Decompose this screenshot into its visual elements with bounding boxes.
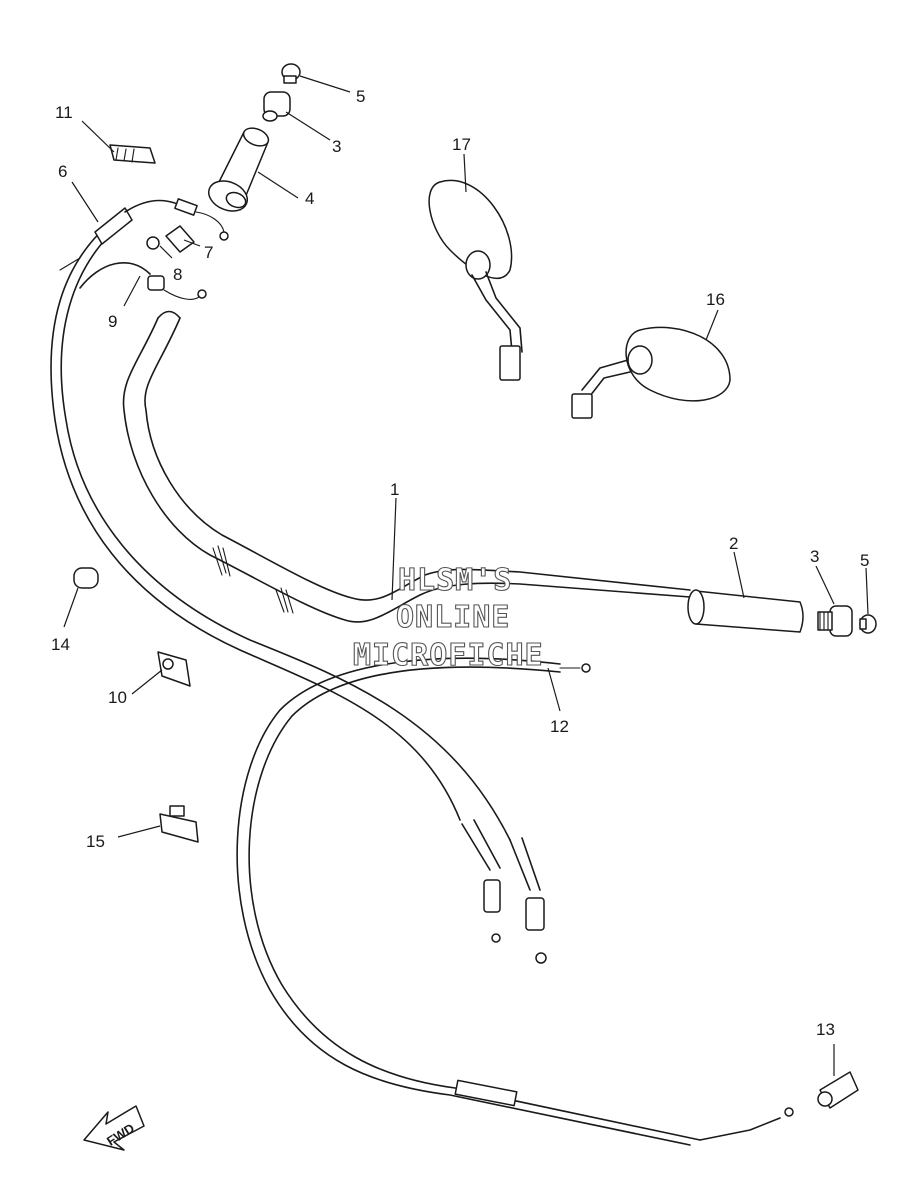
callout-4: 4 [305, 189, 314, 208]
right-mirror [571, 326, 731, 419]
watermark-line2: ONLINE [396, 600, 510, 635]
wire-holder [157, 651, 191, 687]
watermark: HLSM'S ONLINE MICROFICHE [352, 562, 544, 673]
callout-2: 2 [729, 534, 738, 553]
callout-5-right: 5 [860, 551, 869, 570]
callout-15: 15 [86, 832, 105, 851]
left-bar-end-screw [281, 63, 301, 84]
callout-6: 6 [58, 162, 67, 181]
callout-17: 17 [452, 135, 471, 154]
right-bar-end-screw [859, 614, 877, 634]
cable-holder [159, 805, 199, 843]
leader-lines [63, 75, 869, 1076]
holder-screw [146, 236, 160, 250]
throttle-grip [207, 127, 270, 212]
watermark-line1: HLSM'S [398, 563, 512, 598]
callout-7: 7 [204, 243, 213, 262]
band-clamp [73, 567, 99, 589]
callout-9: 9 [108, 312, 117, 331]
holder-plate [165, 225, 195, 253]
callout-5-left: 5 [356, 87, 365, 106]
throttle-cables [50, 198, 547, 964]
callout-1: 1 [390, 480, 399, 499]
watermark-line3: MICROFICHE [353, 638, 544, 673]
callout-12: 12 [550, 717, 569, 736]
clutch-adjuster [817, 1071, 859, 1109]
callout-16: 16 [706, 290, 725, 309]
cable-guide [109, 144, 156, 164]
callout-3-right: 3 [810, 547, 819, 566]
callout-10: 10 [108, 688, 127, 707]
callout-13: 13 [816, 1020, 835, 1039]
fwd-arrow: FWD [83, 1105, 145, 1151]
right-grip [687, 589, 804, 633]
left-mirror [428, 179, 523, 381]
callout-numbers: 1 2 3 3 4 5 5 6 7 8 9 10 11 12 13 14 15 … [51, 87, 869, 1039]
left-bar-end [262, 91, 291, 122]
right-bar-end [817, 605, 853, 637]
callout-8: 8 [173, 265, 182, 284]
clutch-cable [236, 657, 794, 1146]
callout-11: 11 [55, 103, 73, 122]
callout-14: 14 [51, 635, 70, 654]
handlebar [122, 310, 691, 623]
switch-lead [79, 262, 207, 300]
callout-3-left: 3 [332, 137, 341, 156]
